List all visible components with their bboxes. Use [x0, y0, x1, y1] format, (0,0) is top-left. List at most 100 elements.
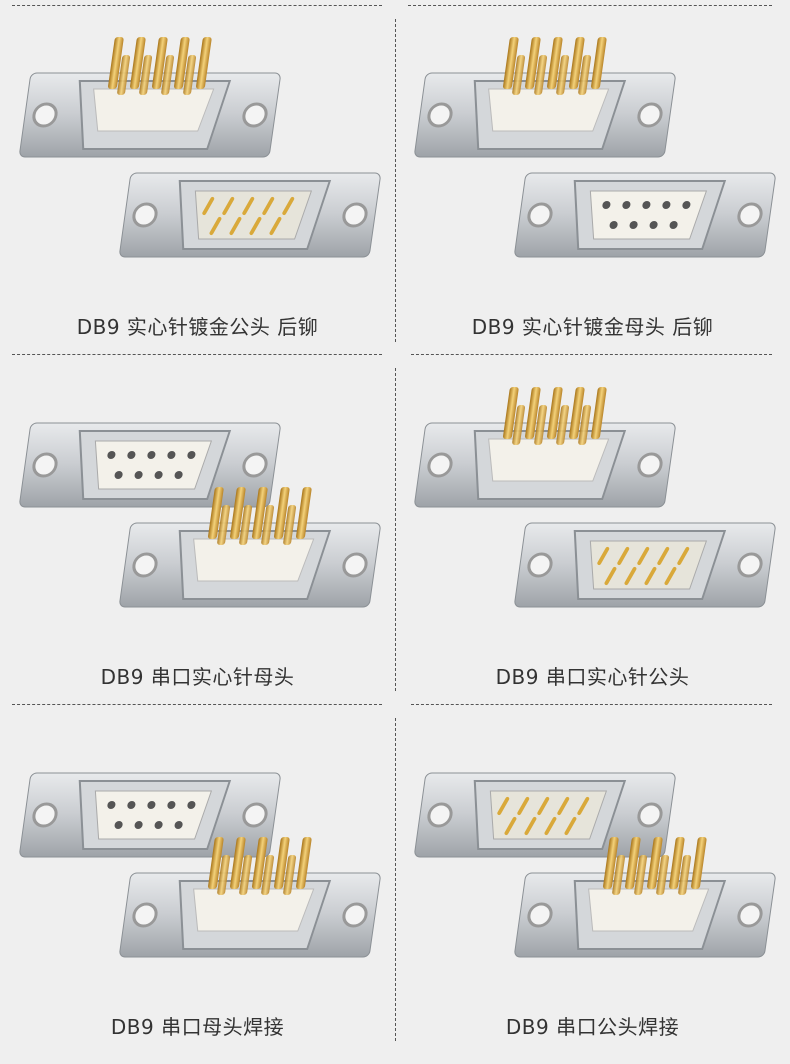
socket-hole — [602, 201, 611, 209]
socket-hole — [167, 451, 176, 459]
gold-pin — [239, 505, 253, 545]
product-card-3[interactable]: DB9 串口实心针母头 — [0, 355, 395, 705]
mounting-hole-icon — [242, 452, 268, 478]
product-caption: DB9 串口公头焊接 — [505, 1015, 680, 1039]
gold-pin — [597, 547, 610, 565]
connector-male-face — [414, 772, 676, 858]
gold-pin — [517, 797, 530, 815]
gold-pin — [612, 855, 626, 895]
gold-pin — [108, 37, 124, 89]
mounting-hole-icon — [132, 902, 158, 928]
gold-pin — [591, 37, 607, 89]
socket-hole — [662, 201, 671, 209]
mounting-hole-icon — [242, 102, 268, 128]
insulator — [588, 888, 710, 932]
gold-pin — [591, 387, 607, 439]
gold-pin — [274, 837, 290, 889]
gold-pin — [677, 547, 690, 565]
gold-pin — [152, 37, 168, 89]
mounting-hole-icon — [132, 202, 158, 228]
mounting-hole-icon — [527, 552, 553, 578]
insulator — [488, 438, 610, 482]
gold-pin — [678, 855, 692, 895]
connector-pins-up — [19, 37, 281, 158]
gold-pin — [556, 405, 570, 445]
divider-row2-left — [12, 704, 382, 705]
gold-pin — [503, 387, 519, 439]
divider-top-left — [12, 5, 382, 6]
gold-pin — [577, 797, 590, 815]
gold-pin — [503, 37, 519, 89]
gold-pin — [504, 817, 517, 835]
product-card-2[interactable]: DB9 实心针镀金母头 后铆 — [395, 5, 790, 355]
product-image-2 — [414, 37, 776, 258]
mounting-hole-icon — [427, 102, 453, 128]
mounting-hole-icon — [637, 102, 663, 128]
gold-pin — [534, 55, 548, 95]
mounting-hole-icon — [737, 202, 763, 228]
gold-pin — [269, 217, 282, 235]
gold-pin — [644, 567, 657, 585]
product-caption: DB9 串口母头焊接 — [110, 1015, 285, 1039]
gold-pin — [647, 837, 663, 889]
insulator — [93, 88, 215, 132]
product-image-1 — [19, 37, 381, 258]
gold-pin — [296, 837, 312, 889]
product-image-5 — [19, 772, 381, 958]
connector-pins-up — [414, 37, 676, 158]
mounting-hole-icon — [737, 902, 763, 928]
connector-pins-up — [119, 487, 381, 608]
socket-hole — [127, 801, 136, 809]
gold-pin — [208, 487, 224, 539]
gold-pin — [525, 37, 541, 89]
mounting-hole-icon — [342, 902, 368, 928]
socket-hole — [114, 471, 123, 479]
gold-pin — [669, 837, 685, 889]
gold-pin — [208, 837, 224, 889]
divider-row1-left — [12, 354, 382, 355]
product-card-1[interactable]: DB9 实心针镀金公头 后铆 — [0, 5, 395, 355]
gold-pin — [634, 855, 648, 895]
connector-female-face — [514, 172, 776, 258]
gold-pin — [569, 37, 585, 89]
product-card-6[interactable]: DB9 串口公头焊接 — [395, 705, 790, 1055]
socket-hole — [187, 451, 196, 459]
socket-hole — [127, 451, 136, 459]
divider-vertical-2 — [395, 368, 396, 691]
connector-female-face — [19, 422, 281, 508]
product-card-4[interactable]: DB9 串口实心针公头 — [395, 355, 790, 705]
gold-pin — [230, 487, 246, 539]
gold-pin — [252, 487, 268, 539]
gold-pin — [283, 855, 297, 895]
socket-hole — [107, 801, 116, 809]
gold-pin — [261, 505, 275, 545]
socket-hole — [642, 201, 651, 209]
connector-female-face — [19, 772, 281, 858]
mounting-hole-icon — [527, 202, 553, 228]
insulator-face — [94, 790, 213, 840]
gold-pin — [534, 405, 548, 445]
gold-pin — [130, 37, 146, 89]
gold-pin — [544, 817, 557, 835]
gold-pin — [252, 837, 268, 889]
insulator-face — [589, 540, 708, 590]
connector-pins-up — [119, 837, 381, 958]
socket-hole — [167, 801, 176, 809]
insulator-face — [194, 190, 313, 240]
gold-pin — [217, 505, 231, 545]
gold-pin — [624, 567, 637, 585]
mounting-hole-icon — [32, 452, 58, 478]
product-card-5[interactable]: DB9 串口母头焊接 — [0, 705, 395, 1055]
socket-hole — [187, 801, 196, 809]
mounting-hole-icon — [527, 902, 553, 928]
gold-pin — [637, 547, 650, 565]
socket-hole — [622, 201, 631, 209]
gold-pin — [656, 855, 670, 895]
divider-vertical-1 — [395, 19, 396, 342]
socket-hole — [134, 821, 143, 829]
product-image-3 — [19, 422, 381, 608]
gold-pin — [217, 855, 231, 895]
gold-pin — [183, 55, 197, 95]
connector-male-face — [514, 522, 776, 608]
gold-pin — [209, 217, 222, 235]
